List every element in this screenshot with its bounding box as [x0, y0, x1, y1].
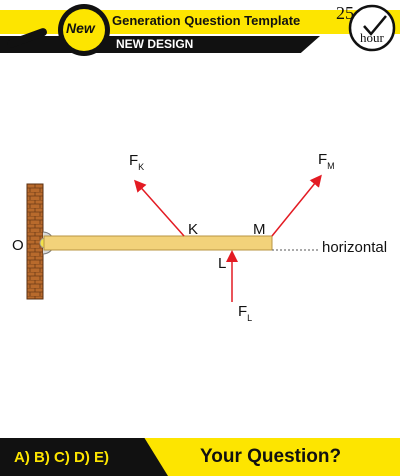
rod	[43, 235, 273, 251]
header-title: Generation Question Template	[112, 13, 301, 28]
horizontal-label: horizontal	[322, 239, 387, 256]
question-prompt: Your Question?	[200, 446, 342, 467]
force-arrow-k	[134, 179, 185, 237]
clock-number: 25	[336, 3, 354, 23]
new-badge: New	[66, 20, 95, 36]
clock-icon	[348, 4, 396, 52]
magnifier-icon	[7, 4, 110, 56]
footer-answers-band	[0, 438, 168, 476]
force-label-k: FK	[129, 152, 144, 172]
clock-unit: hour	[360, 30, 384, 45]
force-label-l: FL	[238, 303, 252, 323]
label-l: L	[218, 255, 226, 272]
force-label-m: FM	[318, 151, 335, 171]
force-arrow-m	[271, 174, 322, 237]
lever-diagram: O K M L horizontal FK FM FL	[12, 151, 387, 323]
label-o: O	[12, 237, 24, 254]
header-bar: New Generation Question Template NEW DES…	[0, 0, 400, 58]
label-m: M	[253, 221, 266, 238]
answer-options: A) B) C) D) E)	[14, 449, 109, 466]
label-k: K	[188, 221, 198, 238]
header-subtitle: NEW DESIGN	[116, 37, 194, 51]
